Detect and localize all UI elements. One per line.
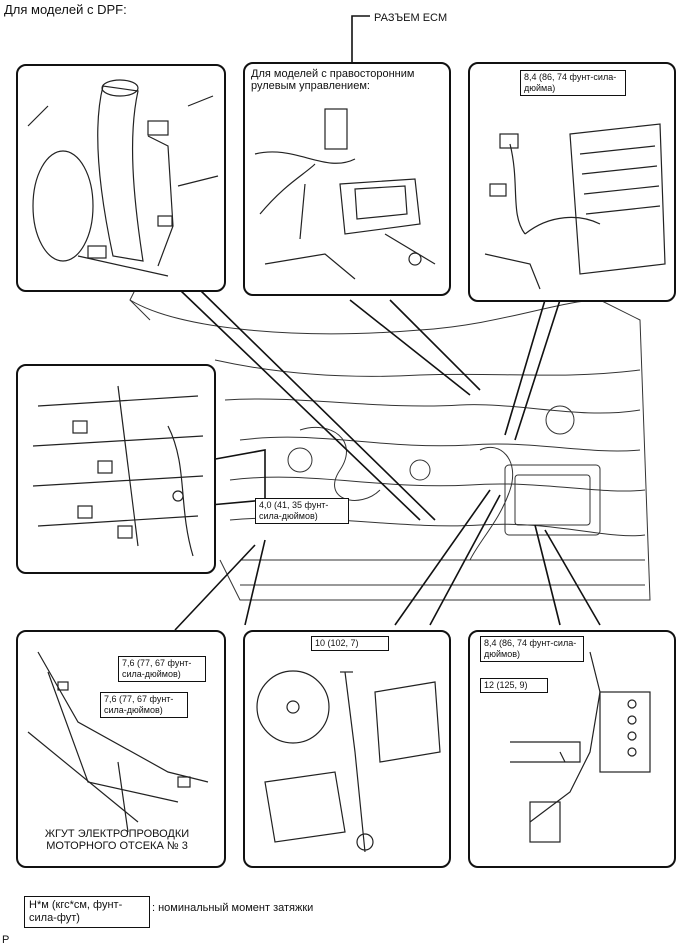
ecm-connector-illustration — [254, 108, 436, 280]
panel-top-left — [16, 64, 226, 292]
torque-callout-mid-left: 4,0 (41, 35 фунт-сила-дюймов) — [255, 498, 349, 524]
page-title: Для моделей с DPF: — [4, 2, 127, 17]
panel-bottom-right: 8,4 (86, 74 фунт-сила-дюймов) 12 (125, 9… — [468, 630, 676, 868]
torque-callout-top-right: 8,4 (86, 74 фунт-сила-дюйма) — [520, 70, 626, 96]
injector-harness-illustration — [32, 385, 204, 557]
harness-label: ЖГУТ ЭЛЕКТРОПРОВОДКИ МОТОРНОГО ОТСЕКА № … — [44, 828, 190, 852]
intake-pipe-illustration — [27, 79, 219, 277]
fuse-box-illustration — [484, 123, 666, 290]
battery-ground-illustration — [510, 651, 651, 843]
harness-routing-illustration — [27, 651, 209, 833]
legend-description: : номинальный момент затяжки — [152, 902, 314, 914]
ecm-connector-label: РАЗЪЕМ ECM — [374, 12, 448, 24]
panel-bottom-middle: 10 (102, 7) — [243, 630, 451, 868]
torque-callout-br-1: 8,4 (86, 74 фунт-сила-дюймов) — [480, 636, 584, 662]
panel-top-middle: Для моделей с правосторонним рулевым упр… — [243, 62, 451, 296]
ground-bolt-illustration — [256, 670, 441, 853]
rhd-note: Для моделей с правосторонним рулевым упр… — [251, 68, 415, 92]
torque-callout-br-2: 12 (125, 9) — [480, 678, 548, 693]
legend-box: Н*м (кгс*см, фунт-сила-фут) — [24, 896, 150, 928]
torque-callout-bl-2: 7,6 (77, 67 фунт-сила-дюймов) — [100, 692, 188, 718]
panel-mid-left — [16, 364, 216, 574]
page-footer-marker: P — [2, 934, 10, 946]
torque-callout-bm: 10 (102, 7) — [311, 636, 389, 651]
panel-bottom-left: 7,6 (77, 67 фунт-сила-дюймов) 7,6 (77, 6… — [16, 630, 226, 868]
torque-callout-bl-1: 7,6 (77, 67 фунт-сила-дюймов) — [118, 656, 206, 682]
panel-top-right: 8,4 (86, 74 фунт-сила-дюйма) — [468, 62, 676, 302]
